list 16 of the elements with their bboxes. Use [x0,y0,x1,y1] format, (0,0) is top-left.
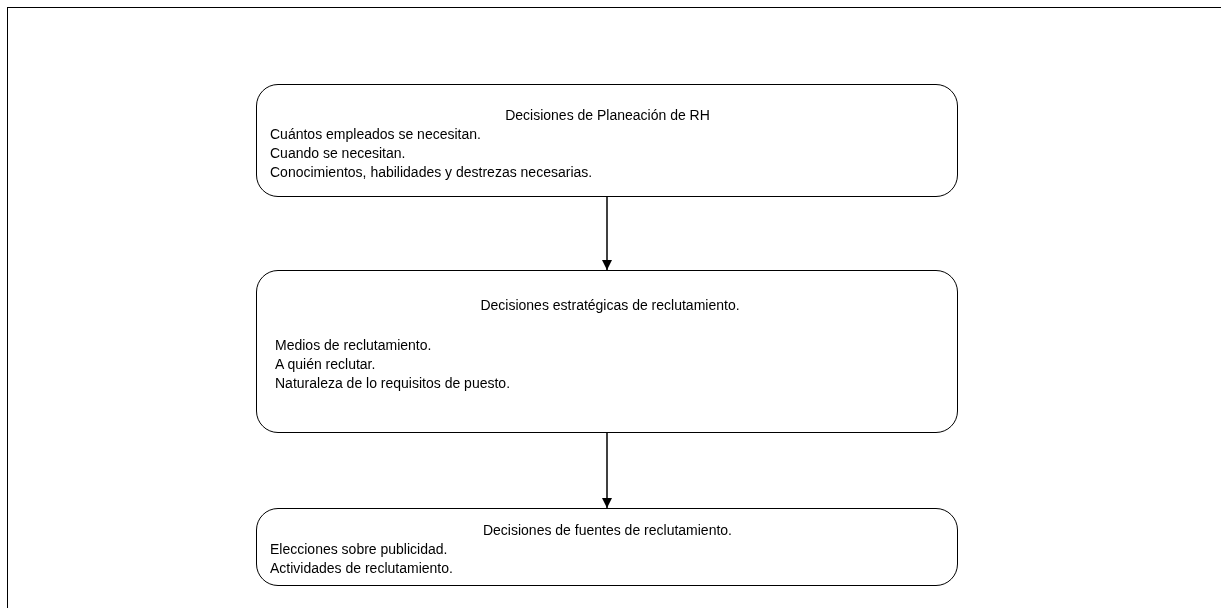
list-item: Conocimientos, habilidades y destrezas necesarias. [270,163,594,182]
process-box [256,270,958,433]
list-item: A quién reclutar. [275,355,377,374]
box-heading: Decisiones de Planeación de RH [504,106,711,125]
box-heading: Decisiones de fuentes de reclutamiento. [481,521,733,540]
box-heading: Decisiones estratégicas de reclutamiento. [479,296,741,315]
process-box [256,508,958,586]
process-box [256,84,958,197]
arrow [601,432,613,509]
list-item: Elecciones sobre publicidad. [270,540,449,559]
list-item: Naturaleza de lo requisitos de puesto. [275,374,512,393]
list-item: Cuántos empleados se necesitan. [270,125,482,144]
list-item: Cuando se necesitan. [270,144,407,163]
arrow [601,196,613,271]
list-item: Actividades de reclutamiento. [270,559,454,578]
list-item: Medios de reclutamiento. [275,336,433,355]
